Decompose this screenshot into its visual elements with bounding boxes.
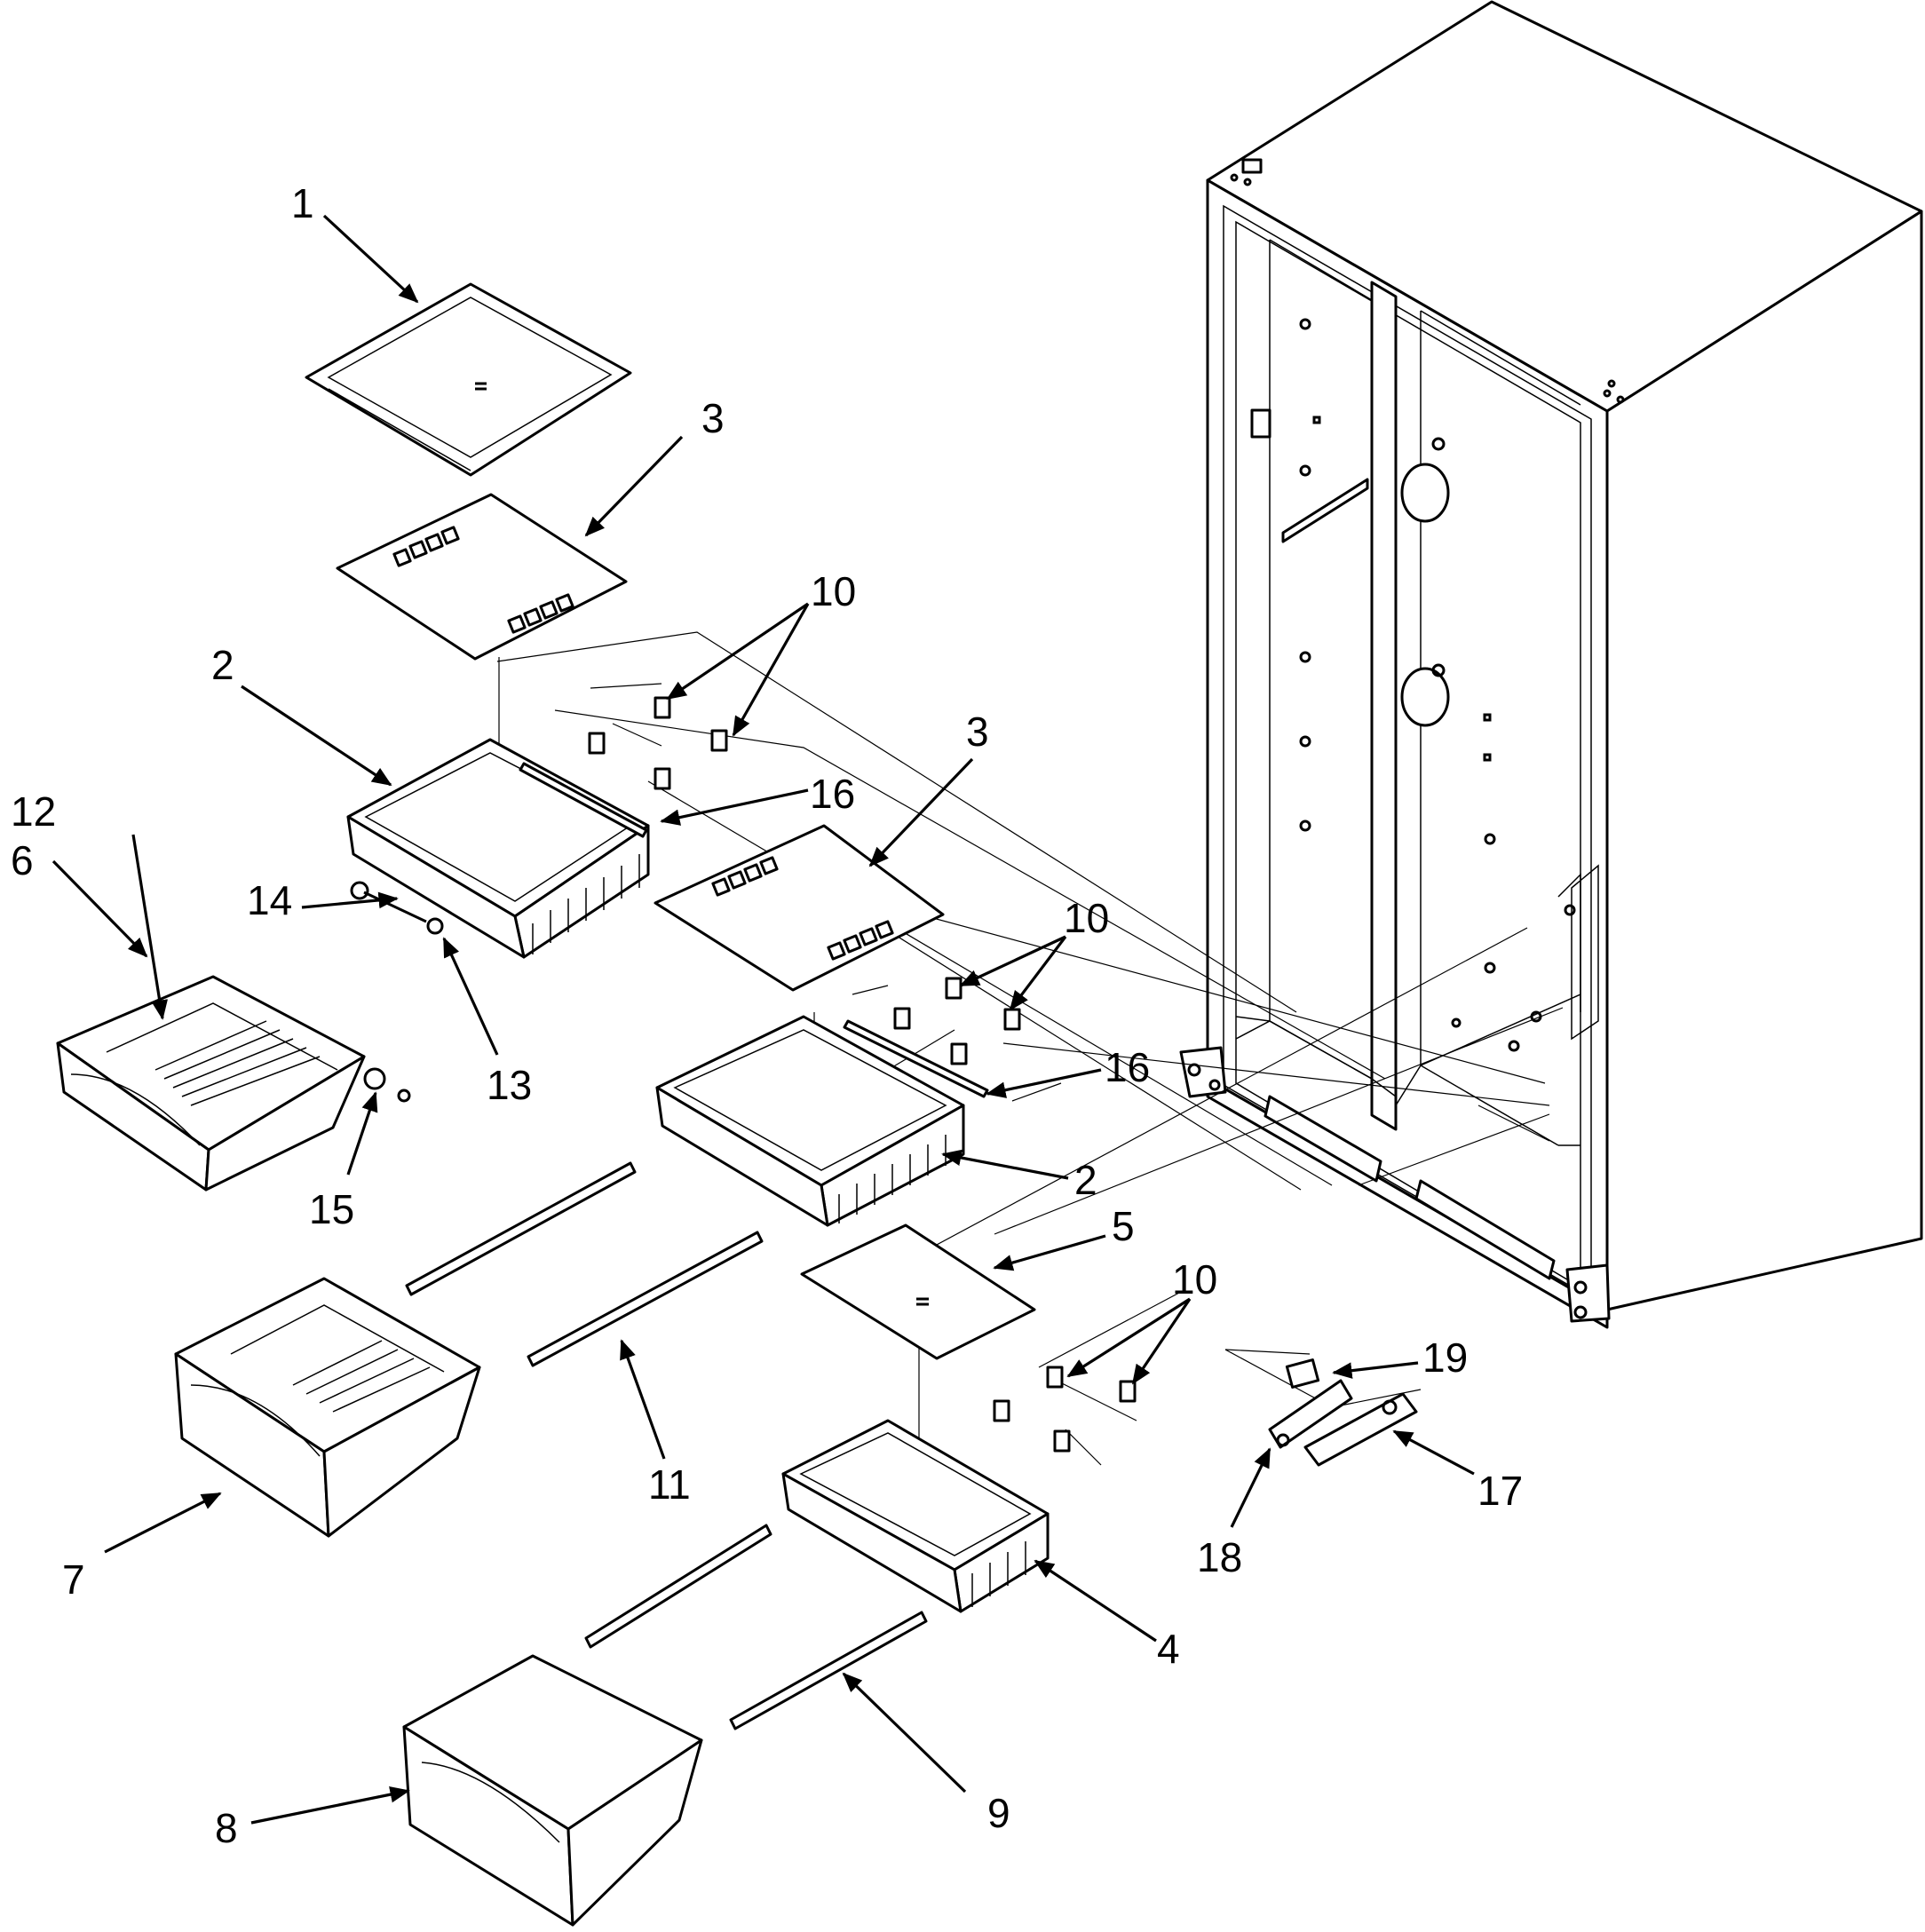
callout-6: 6 bbox=[11, 837, 34, 883]
callout-12: 12 bbox=[11, 788, 56, 835]
crisper-cover-frame-upper bbox=[346, 738, 650, 959]
drawer-slides bbox=[405, 1161, 928, 1730]
shelf-glass-lower bbox=[800, 1223, 1036, 1360]
callout-2-upper: 2 bbox=[211, 642, 234, 688]
shelf-glass-upper bbox=[336, 493, 628, 661]
callout-5: 5 bbox=[1112, 1203, 1135, 1249]
callout-10-lower: 10 bbox=[1172, 1256, 1217, 1303]
callout-18: 18 bbox=[1197, 1534, 1242, 1580]
callout-11: 11 bbox=[648, 1461, 691, 1508]
crisper-pan-middle bbox=[174, 1277, 481, 1538]
callout-13: 13 bbox=[487, 1062, 532, 1108]
callout-15: 15 bbox=[309, 1186, 354, 1232]
callout-leaders bbox=[51, 214, 1475, 1825]
callout-16-middle: 16 bbox=[1105, 1044, 1150, 1090]
refrigerator-cabinet bbox=[1179, 0, 1923, 1329]
callout-16-upper: 16 bbox=[810, 771, 855, 817]
callout-7: 7 bbox=[62, 1556, 85, 1603]
callout-3-upper: 3 bbox=[701, 395, 725, 441]
crisper-pan-top bbox=[56, 975, 366, 1192]
callout-1: 1 bbox=[291, 180, 314, 226]
bottom-right-hinge bbox=[1565, 1263, 1611, 1323]
shelf-clips-upper bbox=[588, 696, 728, 790]
shelf-glass-middle bbox=[654, 824, 945, 992]
callout-10-upper: 10 bbox=[811, 568, 856, 614]
callout-3-middle: 3 bbox=[966, 709, 989, 755]
callout-labels: 1 3 10 2 16 3 10 16 2 5 10 12 6 14 13 15… bbox=[11, 180, 1523, 1851]
crisper-cover-frame-middle bbox=[655, 1015, 989, 1227]
callout-4: 4 bbox=[1157, 1626, 1180, 1672]
callout-9: 9 bbox=[987, 1790, 1010, 1836]
shelf-glass-framed bbox=[305, 282, 632, 477]
callout-8: 8 bbox=[215, 1805, 238, 1851]
shelf-clips-lower bbox=[993, 1366, 1137, 1453]
callout-10-middle: 10 bbox=[1064, 895, 1109, 941]
hinge-hardware bbox=[1268, 1358, 1418, 1467]
callout-2-middle: 2 bbox=[1074, 1157, 1097, 1203]
callout-14: 14 bbox=[247, 877, 292, 923]
callout-17: 17 bbox=[1477, 1468, 1523, 1514]
bottom-left-hinge bbox=[1179, 1046, 1227, 1098]
callout-19: 19 bbox=[1422, 1334, 1468, 1381]
shelf-clips-middle bbox=[893, 977, 1021, 1065]
crisper-cover-frame-small bbox=[781, 1419, 1050, 1613]
crisper-pan-bottom bbox=[402, 1654, 703, 1927]
